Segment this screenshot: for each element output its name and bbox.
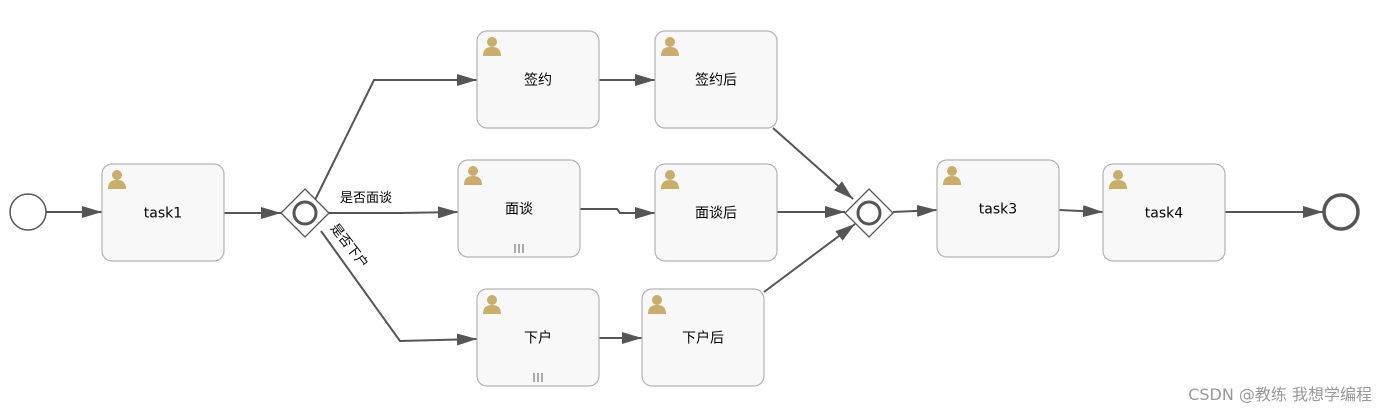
task-box — [101, 163, 225, 262]
task-label: task1 — [144, 206, 182, 222]
task-task3[interactable]: task3 — [936, 159, 1060, 258]
user-icon — [464, 166, 482, 185]
task-label: 下户后 — [682, 330, 724, 347]
parallel-marker-icon — [533, 373, 543, 382]
task-box — [457, 159, 581, 258]
task-box — [641, 288, 765, 387]
task-box — [654, 30, 778, 129]
task-place[interactable]: 下户 — [476, 288, 600, 387]
task-label: 签约后 — [695, 72, 737, 89]
user-icon — [661, 37, 679, 56]
task-sign_after[interactable]: 签约后 — [654, 30, 778, 129]
flow-join_gateway-to-task3[interactable] — [892, 204, 938, 217]
user-icon — [1109, 170, 1127, 189]
user-icon — [483, 295, 501, 314]
flow-label-interview: 是否面谈 — [340, 191, 392, 206]
parallel-marker-icon — [514, 244, 524, 253]
task-task4[interactable]: task4 — [1102, 163, 1226, 262]
task-task1[interactable]: task1 — [101, 163, 225, 262]
task-label: 面谈后 — [695, 206, 737, 222]
user-icon — [483, 37, 501, 56]
task-interview[interactable]: 面谈 — [457, 159, 581, 258]
user-icon — [943, 166, 961, 185]
task-label: 签约 — [524, 72, 552, 89]
watermark: CSDN @教练 我想学编程 — [1188, 385, 1372, 404]
flow-label-place: 是否下户 — [327, 221, 372, 272]
task-place_after[interactable]: 下户后 — [641, 288, 765, 387]
user-icon — [648, 295, 666, 314]
task-box — [1102, 163, 1226, 262]
task-box — [476, 288, 600, 387]
user-icon — [661, 170, 679, 189]
flow-sign_after-to-join_gateway[interactable] — [772, 127, 854, 200]
join-gateway[interactable] — [844, 188, 894, 238]
flow-labels: 是否面谈 是否下户 — [327, 191, 392, 271]
task-interview_after[interactable]: 面谈后 — [654, 163, 778, 262]
flow-split_gateway-to-interview[interactable] — [329, 206, 459, 219]
flow-split_gateway-to-sign[interactable] — [314, 74, 477, 201]
task-sign[interactable]: 签约 — [476, 30, 600, 129]
user-icon — [108, 170, 126, 189]
flow-split_gateway-to-place[interactable] — [320, 230, 478, 346]
start-event[interactable] — [9, 193, 47, 231]
task-box — [476, 30, 600, 129]
flow-task3-to-task4[interactable] — [1058, 205, 1104, 218]
split-gateway[interactable] — [280, 188, 330, 238]
task-box — [654, 163, 778, 262]
task-label: task4 — [1145, 206, 1183, 222]
flow-place_after-to-join_gateway[interactable] — [763, 223, 856, 293]
sequence-flows — [46, 74, 1323, 346]
task-label: 面谈 — [505, 202, 533, 218]
task-box — [936, 159, 1060, 258]
flow-interview-to-interview_after[interactable] — [580, 207, 655, 219]
task-label: task3 — [979, 202, 1017, 218]
task-label: 下户 — [524, 330, 552, 347]
end-event[interactable] — [1322, 193, 1360, 231]
